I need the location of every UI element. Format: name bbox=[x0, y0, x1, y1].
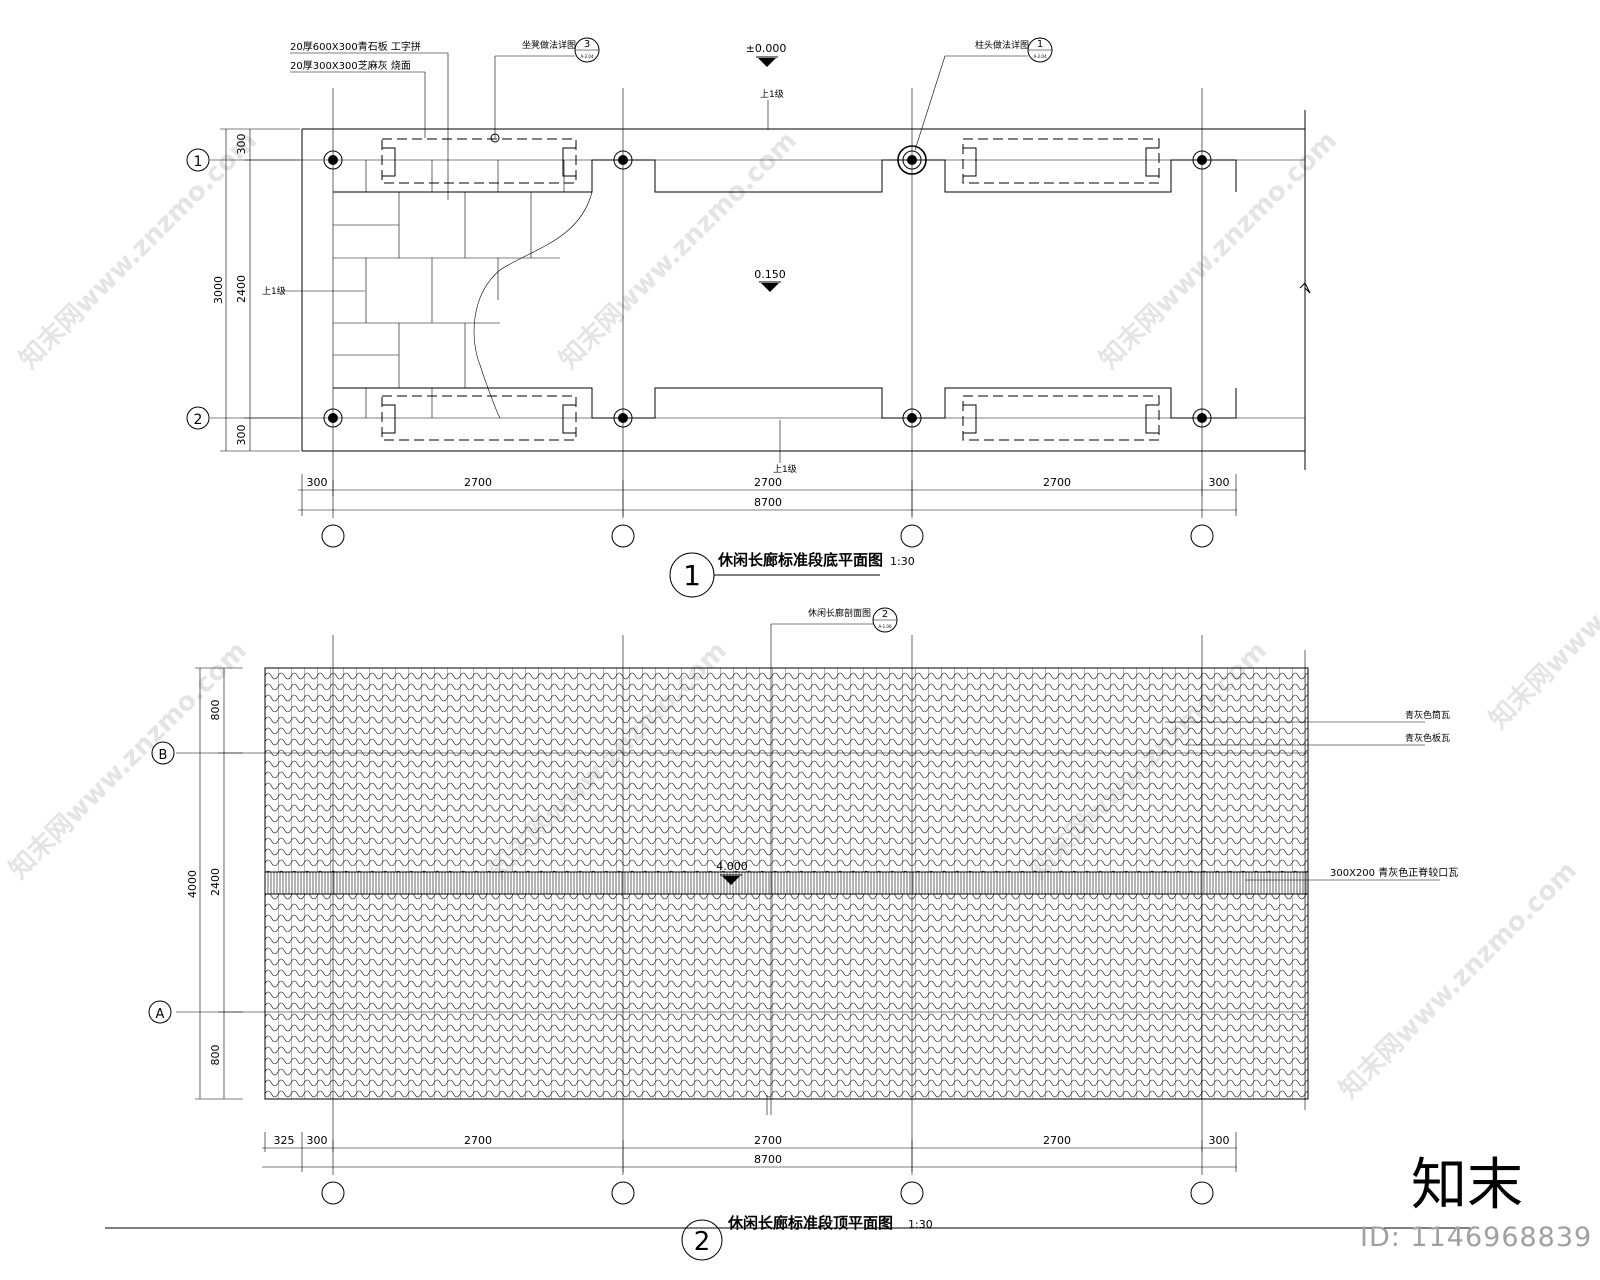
hdim2-total: 8700 bbox=[754, 1153, 782, 1166]
floor-plan: 1 2 bbox=[186, 37, 1311, 598]
vdim2-total: 4000 bbox=[186, 870, 199, 898]
image-id: ID: 1146968839 bbox=[1360, 1222, 1593, 1253]
section-sheet: A-1.06 bbox=[879, 624, 892, 629]
elevation-top: ±0.000 bbox=[746, 42, 787, 55]
detail-num-right: 1 bbox=[1037, 39, 1043, 50]
callout-paving-1: 20厚600X300青石板 工字拼 bbox=[290, 40, 421, 53]
column-row bbox=[323, 145, 1212, 428]
axis-label-row-2: 2 bbox=[194, 412, 203, 428]
step-label-left: 上1级 bbox=[262, 285, 286, 297]
axis-label-row-1: 1 bbox=[194, 154, 203, 170]
callout-paving-2: 20厚300X300芝麻灰 烧面 bbox=[290, 59, 411, 72]
vdim-top: 300 bbox=[235, 134, 248, 155]
step-label-top: 上1级 bbox=[760, 88, 784, 100]
vdim2-top: 800 bbox=[209, 700, 222, 721]
roof-ridge bbox=[264, 871, 1309, 895]
vdim-total: 3000 bbox=[212, 276, 225, 304]
hdim-5: 300 bbox=[1209, 476, 1230, 489]
brand-logo: 知末 bbox=[1411, 1153, 1523, 1218]
watermark-text: 知末网www.znzmo.com bbox=[4, 636, 253, 885]
detail-sheet-right: A-2.04 bbox=[1034, 54, 1047, 59]
vdim-mid: 2400 bbox=[235, 275, 248, 303]
callout-detail-left: 坐凳做法详图 bbox=[522, 39, 576, 51]
watermark-text: 知末网www.znzmo.com bbox=[1334, 856, 1583, 1105]
axis-bubble-row-1 bbox=[186, 148, 210, 172]
paving-pattern bbox=[333, 160, 593, 419]
detail-num-left: 3 bbox=[584, 39, 590, 50]
hdim2-4: 2700 bbox=[754, 1134, 782, 1147]
roof-tiles-upper bbox=[264, 667, 1309, 873]
callout-section: 休闲长廊剖面图 bbox=[808, 607, 871, 619]
plan1-scale: 1:30 bbox=[890, 555, 915, 568]
callout-detail-right: 柱头做法详图 bbox=[975, 39, 1029, 51]
vdim2-mid: 2400 bbox=[209, 868, 222, 896]
step-label-bottom: 上1级 bbox=[773, 463, 797, 475]
axis-label-row-B: B bbox=[159, 748, 168, 763]
detail-sheet-left: A-2.04 bbox=[581, 54, 594, 59]
hdim2-3: 2700 bbox=[464, 1134, 492, 1147]
title-bubble-2 bbox=[681, 1219, 723, 1261]
axis-label-row-A: A bbox=[156, 1007, 165, 1022]
hdim2-6: 300 bbox=[1209, 1134, 1230, 1147]
watermark-text: 知末网www.znzmo.com bbox=[554, 126, 803, 375]
hdim-total: 8700 bbox=[754, 496, 782, 509]
elevation-ridge: 4.000 bbox=[716, 860, 748, 873]
tile-label-2: 青灰色板瓦 bbox=[1405, 732, 1450, 744]
roof-tiles-lower bbox=[264, 893, 1309, 1100]
ridge-label: 300X200 青灰色正脊较口瓦 bbox=[1330, 866, 1458, 879]
hdim-1: 300 bbox=[307, 476, 328, 489]
plan2-title: 休闲长廊标准段顶平面图 bbox=[727, 1214, 893, 1232]
hdim2-5: 2700 bbox=[1043, 1134, 1071, 1147]
axis-bubble-row-B bbox=[151, 741, 175, 765]
vdim-bottom: 300 bbox=[235, 425, 248, 446]
hdim2-1: 325 bbox=[274, 1134, 295, 1147]
hdim-3: 2700 bbox=[754, 476, 782, 489]
plan1-title: 休闲长廊标准段底平面图 bbox=[717, 551, 883, 569]
title-number-1: 1 bbox=[683, 559, 701, 592]
tile-label-1: 青灰色筒瓦 bbox=[1405, 709, 1450, 721]
watermark-text: 知末网www.znzmo.com bbox=[14, 126, 263, 375]
roof-plan: B A 4.000 休闲长廊剖面图 2 A-1.06 青灰色筒瓦 青灰色板瓦 3… bbox=[105, 607, 1470, 1261]
hdim-2: 2700 bbox=[464, 476, 492, 489]
plan2-scale: 1:30 bbox=[908, 1218, 933, 1231]
watermark-text: 知末网www.znzmo.com bbox=[1484, 486, 1600, 735]
section-num: 2 bbox=[882, 609, 888, 620]
axis-bubble-row-2 bbox=[186, 406, 210, 430]
vdim2-bottom: 800 bbox=[209, 1045, 222, 1066]
hdim2-2: 300 bbox=[307, 1134, 328, 1147]
axis-bubble-row-A bbox=[148, 1000, 172, 1024]
title-number-2: 2 bbox=[694, 1227, 711, 1257]
elevation-center: 0.150 bbox=[754, 268, 786, 281]
brand-text: 知末 bbox=[1411, 1153, 1523, 1218]
hdim-4: 2700 bbox=[1043, 476, 1071, 489]
